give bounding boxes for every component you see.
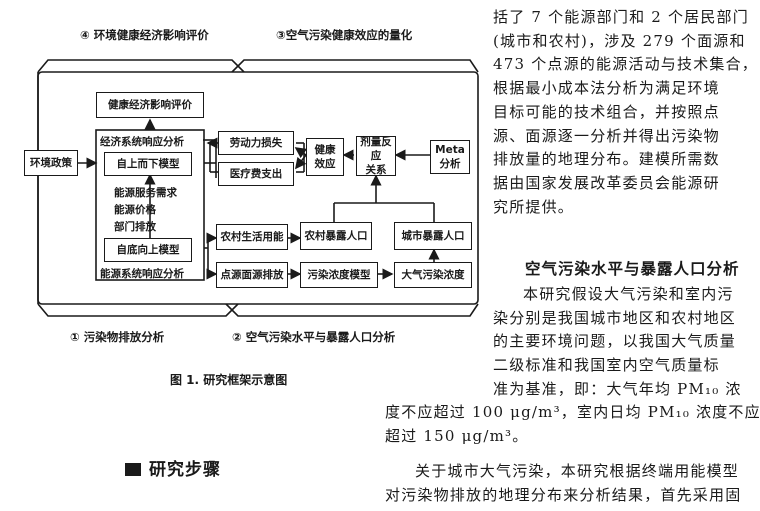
box-top-down-model: 自上而下模型 — [104, 152, 192, 176]
label-energy-service-demand: 能源服务需求 — [114, 187, 177, 199]
text-line: 根据最小成本法分析为满足环境 — [493, 79, 720, 98]
paragraph-assumption-continued: 度不应超过 100 μg/m³，室内日均 PM₁₀ 浓度不应 超过 150 μg… — [385, 401, 760, 448]
box-dose-response: 剂量反应 关系 — [356, 136, 396, 176]
label-economic-system-response: 经济系统响应分析 — [100, 136, 184, 148]
box-environment-policy: 环境政策 — [24, 150, 78, 176]
text-line: 排放量的地理分布。建模所需数 — [493, 150, 720, 169]
research-framework-diagram: ④ 环境健康经济影响评价 ③空气污染健康效应的量化 ① 污染物排放分析 ② 空气… — [24, 28, 479, 344]
box-meta-analysis: Meta 分析 — [430, 140, 470, 174]
section-heading-research-steps: 研究步骤 — [125, 455, 221, 480]
paragraph-urban-pollution: 关于城市大气污染，本研究根据终端用能模型 对污染物排放的地理分布来分析结果，首先… — [385, 460, 741, 507]
section-label-2: ② 空气污染水平与暴露人口分析 — [232, 330, 396, 344]
section-label-4: ④ 环境健康经济影响评价 — [80, 28, 209, 42]
diagram-connectors — [37, 59, 479, 317]
text-line: 关于城市大气污染，本研究根据终端用能模型 — [415, 462, 740, 480]
text-line: (城市和农村)，涉及 279 个面源和 — [493, 31, 746, 50]
text-line: 准为基准，即：大气年均 PM₁₀ 浓 — [493, 379, 742, 398]
label-sector-emission: 部门排放 — [114, 221, 156, 233]
text-line: 括了 7 个能源部门和 2 个居民部门 — [493, 8, 749, 26]
section-heading-text: 研究步骤 — [149, 460, 221, 480]
box-rural-exposure: 农村暴露人口 — [300, 222, 372, 250]
text-line: 超过 150 μg/m³。 — [385, 426, 529, 445]
box-labor-loss: 劳动力损失 — [218, 131, 294, 155]
text-line: 染分别是我国城市地区和农村地区 — [493, 308, 737, 327]
text-line: 的主要环境问题，以我国大气质量 — [493, 332, 737, 351]
text-line: 目标可能的技术组合，并按照点 — [493, 102, 720, 121]
text-line: 源、面源逐一分析并得出污染物 — [493, 126, 720, 145]
box-point-area-source: 点源面源排放 — [216, 262, 288, 288]
paragraph-model-description: 括了 7 个能源部门和 2 个居民部门 (城市和农村)，涉及 279 个面源和 … — [493, 6, 758, 219]
subheading-air-pollution-exposure: 空气污染水平与暴露人口分析 — [525, 259, 740, 278]
section-label-3: ③空气污染健康效应的量化 — [276, 28, 413, 42]
box-bottom-up-model: 自底向上模型 — [104, 238, 192, 262]
box-health-effect: 健康 效应 — [306, 138, 344, 176]
label-energy-price: 能源价格 — [114, 204, 156, 216]
square-bullet-icon — [125, 463, 141, 476]
text-line: 究所提供。 — [493, 197, 575, 216]
label-energy-system-response: 能源系统响应分析 — [100, 268, 184, 280]
text-line: 对污染物排放的地理分布来分析结果，首先采用固 — [385, 485, 742, 504]
box-pollution-concentration-model: 污染浓度模型 — [300, 262, 378, 288]
text-line: 度不应超过 100 μg/m³，室内日均 PM₁₀ 浓度不应 — [385, 403, 760, 421]
paragraph-assumption: 本研究假设大气污染和室内污 染分别是我国城市地区和农村地区 的主要环境问题，以我… — [493, 283, 742, 402]
text-line: 据由国家发展改革委员会能源研 — [493, 173, 720, 192]
box-air-pollution-concentration: 大气污染浓度 — [394, 262, 472, 288]
box-rural-energy: 农村生活用能 — [216, 224, 288, 250]
box-urban-exposure: 城市暴露人口 — [394, 222, 472, 250]
figure-caption: 图 1. 研究框架示意图 — [170, 373, 288, 387]
text-line: 二级标准和我国室内空气质量标 — [493, 356, 720, 375]
section-label-1: ① 污染物排放分析 — [70, 330, 165, 344]
text-line: 本研究假设大气污染和室内污 — [523, 285, 734, 303]
text-line: 473 个点源的能源活动与技术集合， — [493, 55, 758, 74]
box-medical-cost: 医疗费支出 — [218, 162, 294, 186]
box-health-economic-evaluation: 健康经济影响评价 — [96, 92, 204, 118]
